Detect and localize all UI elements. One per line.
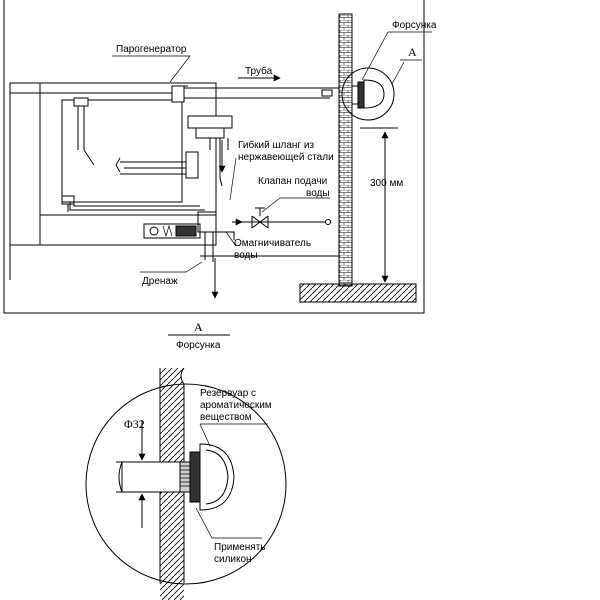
- label-steam-generator: Парогенератор: [116, 44, 187, 55]
- detail-reservoir-2: ароматическим: [200, 400, 272, 411]
- detail-reservoir-3: веществом: [200, 412, 252, 423]
- label-drain: Дренаж: [142, 276, 178, 287]
- leader-view-a: [391, 59, 422, 85]
- label-view-marker: A: [408, 45, 417, 59]
- leader-nozzle: [361, 31, 432, 81]
- label-nozzle: Форсунка: [392, 20, 437, 31]
- nozzle-icon: [351, 79, 385, 109]
- detail-silicone-1: Применять: [214, 542, 266, 553]
- floor: [299, 283, 417, 303]
- detail-title-name: Форсунка: [176, 340, 221, 351]
- leader-drain: [140, 261, 203, 273]
- leader-water-valve: [261, 197, 330, 213]
- label-flexible-hose-2: нержавеющей стали: [238, 152, 334, 163]
- detail-silicone-2: силикон: [214, 554, 252, 565]
- height-dimension: [360, 127, 398, 283]
- leader-softener: [225, 231, 237, 247]
- detail-view-a: A Форсунка Φ32 Резервуар с ароматическим…: [85, 320, 287, 600]
- label-softener-1: Омагничиватель: [234, 238, 311, 249]
- label-pipe: Труба: [245, 65, 273, 77]
- top-frame-border: [3, 0, 425, 314]
- detail-reservoir-1: Резервуар с: [200, 388, 256, 399]
- water-valve-icon: [251, 215, 269, 229]
- water-supply-line: [232, 207, 331, 229]
- label-height-dim: 300 мм: [370, 178, 403, 189]
- detail-a-circle: [341, 67, 395, 121]
- steam-pipe: [184, 87, 350, 99]
- wall: [338, 13, 353, 287]
- steam-generator: [9, 82, 235, 299]
- leader-steam-generator: [112, 55, 191, 83]
- detail-title-letter: A: [194, 320, 203, 334]
- label-water-valve-1: Клапан подачи: [258, 176, 327, 187]
- detail-diameter: Φ32: [124, 417, 145, 431]
- label-softener-2: воды: [234, 250, 258, 261]
- leader-flexible-hose: [229, 157, 237, 201]
- label-flexible-hose-1: Гибкий шланг из: [238, 139, 314, 151]
- label-water-valve-2: воды: [306, 188, 330, 199]
